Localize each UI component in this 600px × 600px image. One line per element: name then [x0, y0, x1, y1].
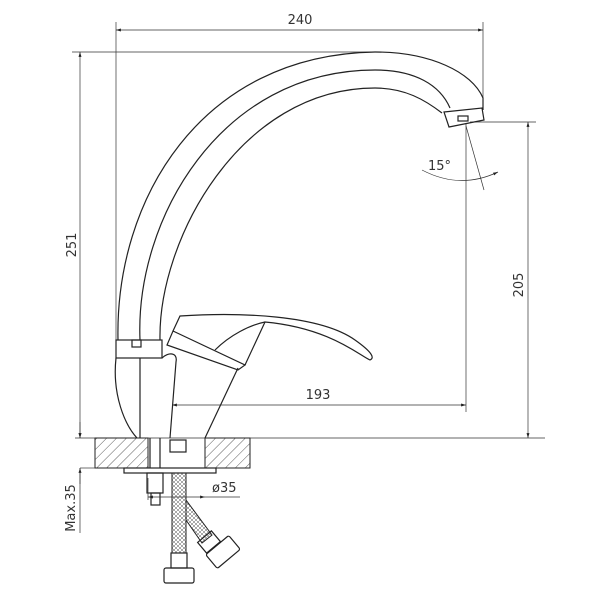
- dimension-spout-height: 205: [470, 121, 536, 438]
- dimension-angle: 15°: [421, 125, 499, 191]
- dimension-label-hole-diameter: ø35: [212, 481, 237, 496]
- dimension-spout-reach: 193: [172, 124, 467, 412]
- faucet-body: [114, 339, 239, 439]
- dimension-label-angle: 15°: [428, 159, 451, 174]
- aerator: [443, 107, 485, 128]
- dimension-width: 240: [115, 13, 484, 345]
- dimension-label-max-thickness: Max.35: [64, 484, 79, 532]
- dimension-max-thickness: Max.35: [64, 422, 82, 533]
- dimension-label-spout-reach: 193: [306, 388, 331, 403]
- dimension-label-width: 240: [288, 13, 313, 28]
- dimension-label-height: 251: [65, 233, 80, 258]
- mounting-and-hoses: [146, 438, 241, 584]
- dimension-height: 251: [65, 51, 380, 438]
- dimension-hole-diameter: ø35: [147, 478, 240, 500]
- faucet-spout: [117, 51, 485, 341]
- faucet-handle: [166, 313, 373, 371]
- countertop: [75, 437, 545, 474]
- dimension-label-spout-height: 205: [512, 273, 527, 298]
